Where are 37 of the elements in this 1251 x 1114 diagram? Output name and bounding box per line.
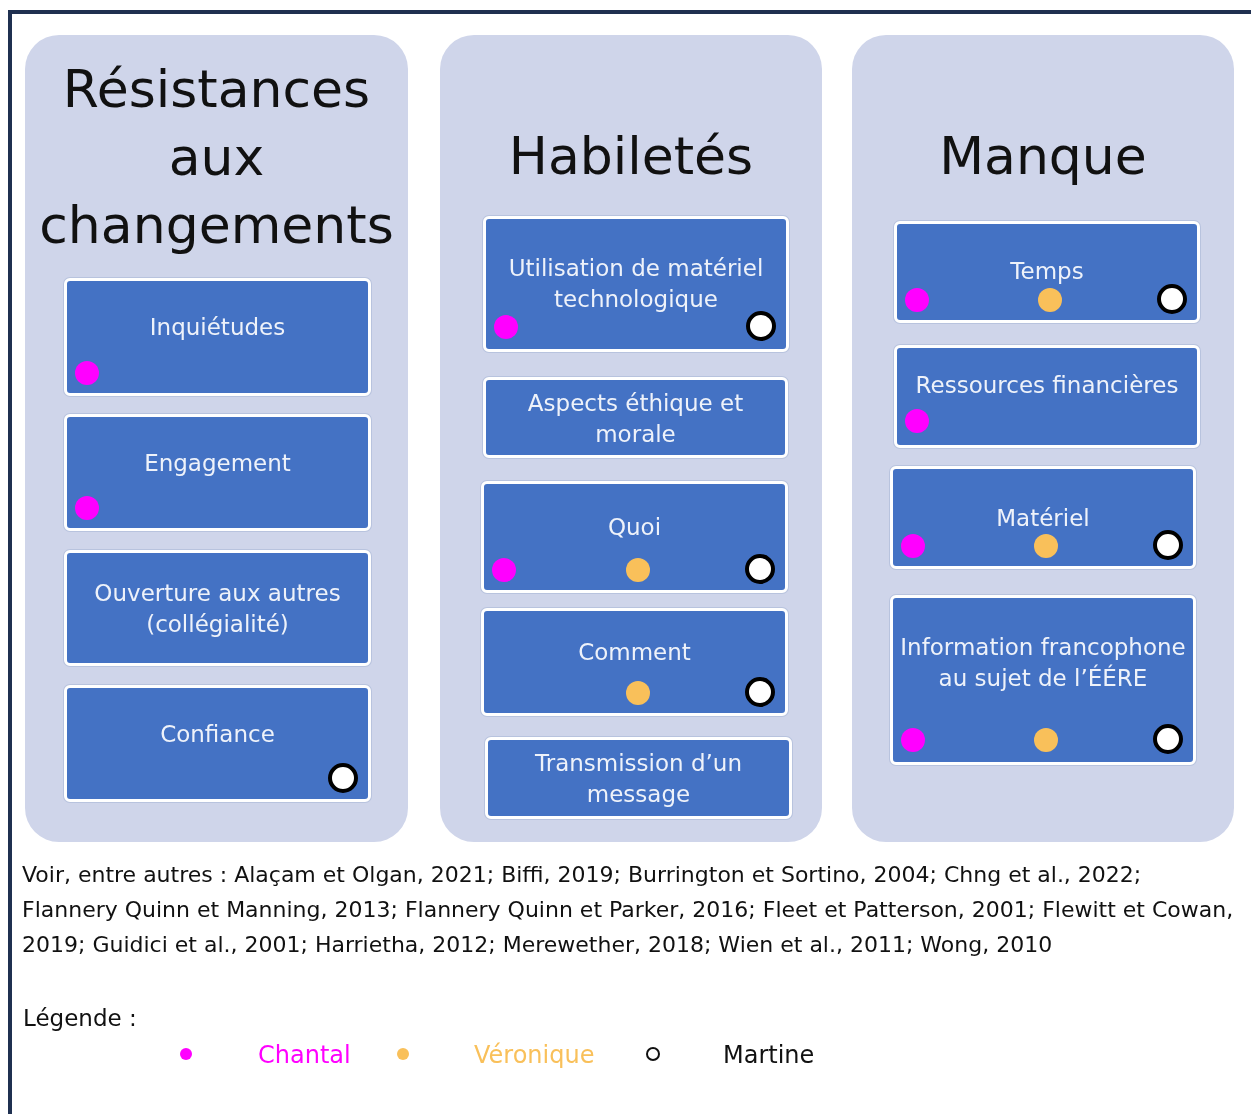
category-box: [890, 595, 1196, 765]
category-box: [481, 608, 788, 716]
box-text: Engagement: [143, 448, 292, 478]
box-text: Comment: [577, 638, 692, 667]
category-box: [64, 414, 371, 531]
box-text: Ressources financières: [914, 370, 1180, 400]
category-panel: [852, 35, 1234, 842]
category-box: [481, 481, 788, 593]
box-text: Transmission d’un message: [534, 749, 743, 809]
category-box: [485, 737, 792, 819]
panel-title: Manque: [938, 125, 1148, 188]
box-text: Confiance: [159, 719, 276, 749]
category-box: [64, 685, 371, 802]
panel-title: Résistances aux changements: [38, 58, 395, 257]
panel-title: Habiletés: [507, 125, 755, 188]
box-text: Information francophone au sujet de l’ÉÉRE: [899, 633, 1187, 693]
legend-title: Légende :: [23, 1004, 137, 1033]
category-box: [483, 216, 789, 352]
category-box: [64, 550, 371, 666]
category-panel: [25, 35, 408, 842]
box-text: Quoi: [606, 513, 663, 542]
box-text: Matériel: [995, 504, 1091, 533]
category-box: [890, 466, 1196, 569]
box-text: Aspects éthique et morale: [526, 388, 745, 449]
legend-label: Martine: [723, 1040, 815, 1071]
category-box: [483, 377, 788, 458]
box-text: Ouverture aux autres (collégialité): [93, 579, 342, 639]
category-box: [64, 278, 371, 396]
citation-text: Voir, entre autres : Alaçam et Olgan, 2021; Biffi, 2019; Burrington et Sortino, 2004; Chng et al., 2022; Flannery Quinn et Manning, 2013; Flannery Quinn et Parker, 2016; Fleet et Patterson, 2001; Flewitt et Cowan, 2019; Guidici et al., 2001; Harrietha, 2012; Merewether, 2018; Wien et al., 2011; Wong, 2010: [22, 861, 1235, 959]
box-text: Utilisation de matériel technologique: [507, 254, 765, 314]
legend-label: Chantal: [258, 1040, 351, 1071]
box-text: Temps: [1009, 257, 1085, 286]
category-box: [894, 221, 1200, 323]
category-panel: [440, 35, 822, 842]
legend-label: Véronique: [474, 1040, 595, 1071]
box-text: Inquiétudes: [148, 313, 287, 342]
category-box: [894, 345, 1200, 448]
